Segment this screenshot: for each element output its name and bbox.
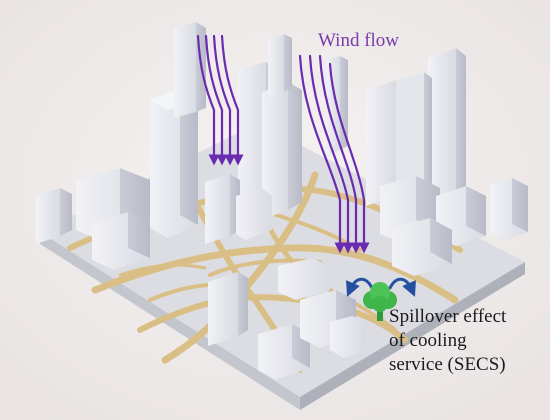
building bbox=[490, 178, 528, 240]
tree-icon bbox=[363, 282, 397, 321]
curved-arrow-icon bbox=[346, 277, 416, 297]
secs-label-line-2: of cooling bbox=[389, 330, 467, 351]
building bbox=[268, 34, 292, 98]
building bbox=[150, 88, 198, 238]
building bbox=[208, 272, 248, 346]
building bbox=[330, 316, 366, 358]
building bbox=[36, 188, 72, 244]
building bbox=[428, 48, 466, 210]
wind-flow-label: Wind flow bbox=[318, 30, 400, 51]
buildings bbox=[36, 22, 528, 380]
secs-label-line-3: service (SECS) bbox=[389, 354, 506, 375]
wind-flow-arrow-icon bbox=[196, 34, 370, 254]
building bbox=[92, 212, 150, 270]
secs-label-line-1: Spillover effect bbox=[389, 306, 507, 327]
building bbox=[236, 188, 272, 240]
building bbox=[436, 186, 486, 246]
building bbox=[392, 218, 452, 276]
building bbox=[278, 258, 330, 300]
building bbox=[262, 82, 302, 220]
secs-label: Spillover effect of cooling service (SEC… bbox=[389, 305, 506, 377]
building bbox=[396, 72, 432, 198]
